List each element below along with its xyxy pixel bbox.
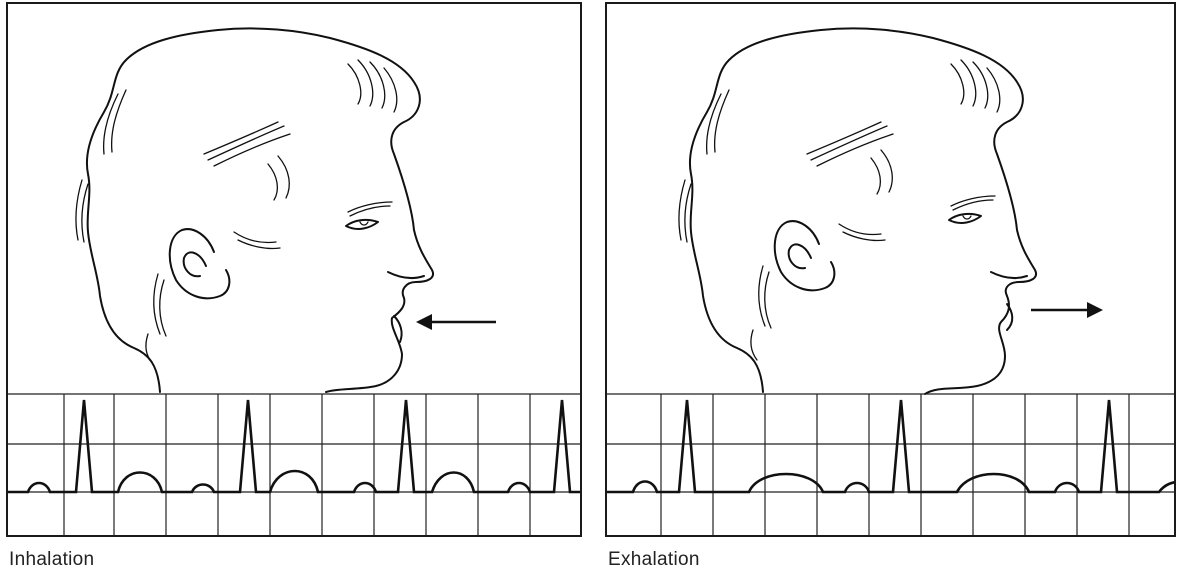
inhalation-arrow — [416, 314, 496, 330]
ecg-strip — [8, 394, 582, 537]
exhalation-figure — [607, 4, 1176, 537]
inhalation-caption: Inhalation — [9, 549, 94, 571]
ecg-trace — [607, 400, 1176, 492]
ecg-trace — [8, 400, 582, 492]
exhalation-caption: Exhalation — [608, 549, 700, 571]
exhalation-arrow — [1031, 302, 1103, 318]
inhalation-figure — [8, 4, 582, 537]
exhalation-panel — [605, 2, 1176, 537]
head-profile-drawing — [679, 28, 1036, 394]
head-profile-drawing — [76, 28, 433, 392]
inhalation-panel — [6, 2, 582, 537]
ecg-strip — [607, 394, 1176, 537]
